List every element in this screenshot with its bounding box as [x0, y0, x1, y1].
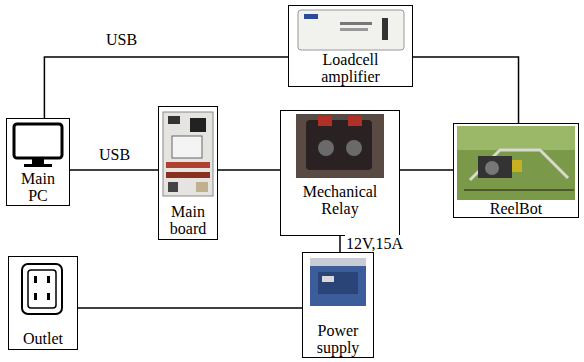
node-label: Mechanical Relay — [288, 183, 392, 217]
power-supply-photo — [310, 258, 366, 306]
wire — [78, 307, 302, 309]
outlet-icon — [22, 264, 62, 314]
amplifier-box: Loadcell amplifier — [288, 5, 413, 87]
monitor-icon — [14, 124, 62, 167]
robot-box: ReelBot — [453, 123, 579, 218]
wire — [400, 169, 453, 171]
amplifier-photo — [298, 10, 404, 50]
node-label: ReelBot — [488, 200, 544, 217]
wire-label: USB — [98, 146, 131, 163]
robot-photo — [457, 126, 575, 200]
wire — [70, 169, 158, 171]
wire — [44, 57, 288, 118]
power-supply-box: Power supply — [302, 252, 374, 358]
computer-box: Main PC — [6, 118, 70, 206]
wire — [413, 57, 519, 123]
outlet-box: Outlet — [8, 256, 78, 350]
node-label: Power supply — [308, 322, 368, 356]
wire — [339, 236, 341, 252]
board-box: Main board — [158, 106, 218, 240]
wire — [218, 169, 280, 171]
relay-box: Mechanical Relay — [280, 110, 400, 236]
node-label: Outlet — [21, 330, 65, 347]
node-label: Main board — [161, 203, 215, 237]
node-label: Loadcell amplifier — [299, 51, 403, 85]
relay-photo — [296, 114, 384, 178]
wire-label: USB — [105, 31, 138, 48]
board-photo — [163, 112, 213, 196]
wire-label: 12V,15A — [345, 235, 404, 252]
node-label: Main PC — [13, 170, 63, 204]
